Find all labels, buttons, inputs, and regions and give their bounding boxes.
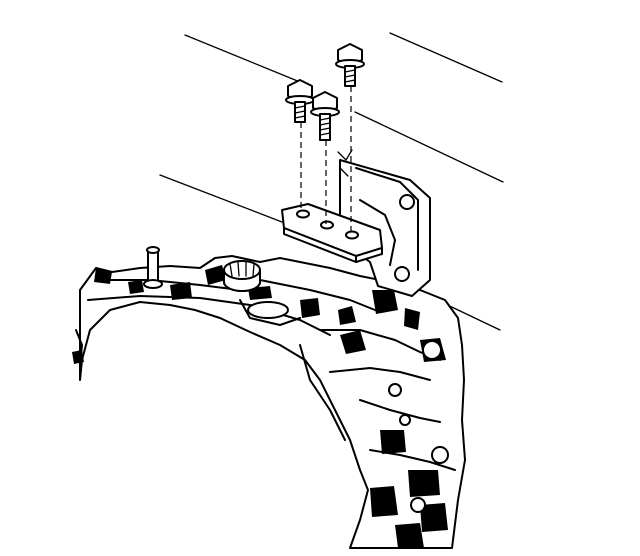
oil-filler-cap <box>223 260 261 292</box>
alignment-lines <box>300 86 352 234</box>
engine-block <box>72 255 466 549</box>
bolt-2 <box>310 91 340 141</box>
dipstick-tube <box>143 246 163 289</box>
mount-bracket <box>337 149 431 297</box>
bolt-1 <box>285 79 315 123</box>
mount-plate <box>281 203 383 263</box>
bolt-3 <box>335 43 365 87</box>
